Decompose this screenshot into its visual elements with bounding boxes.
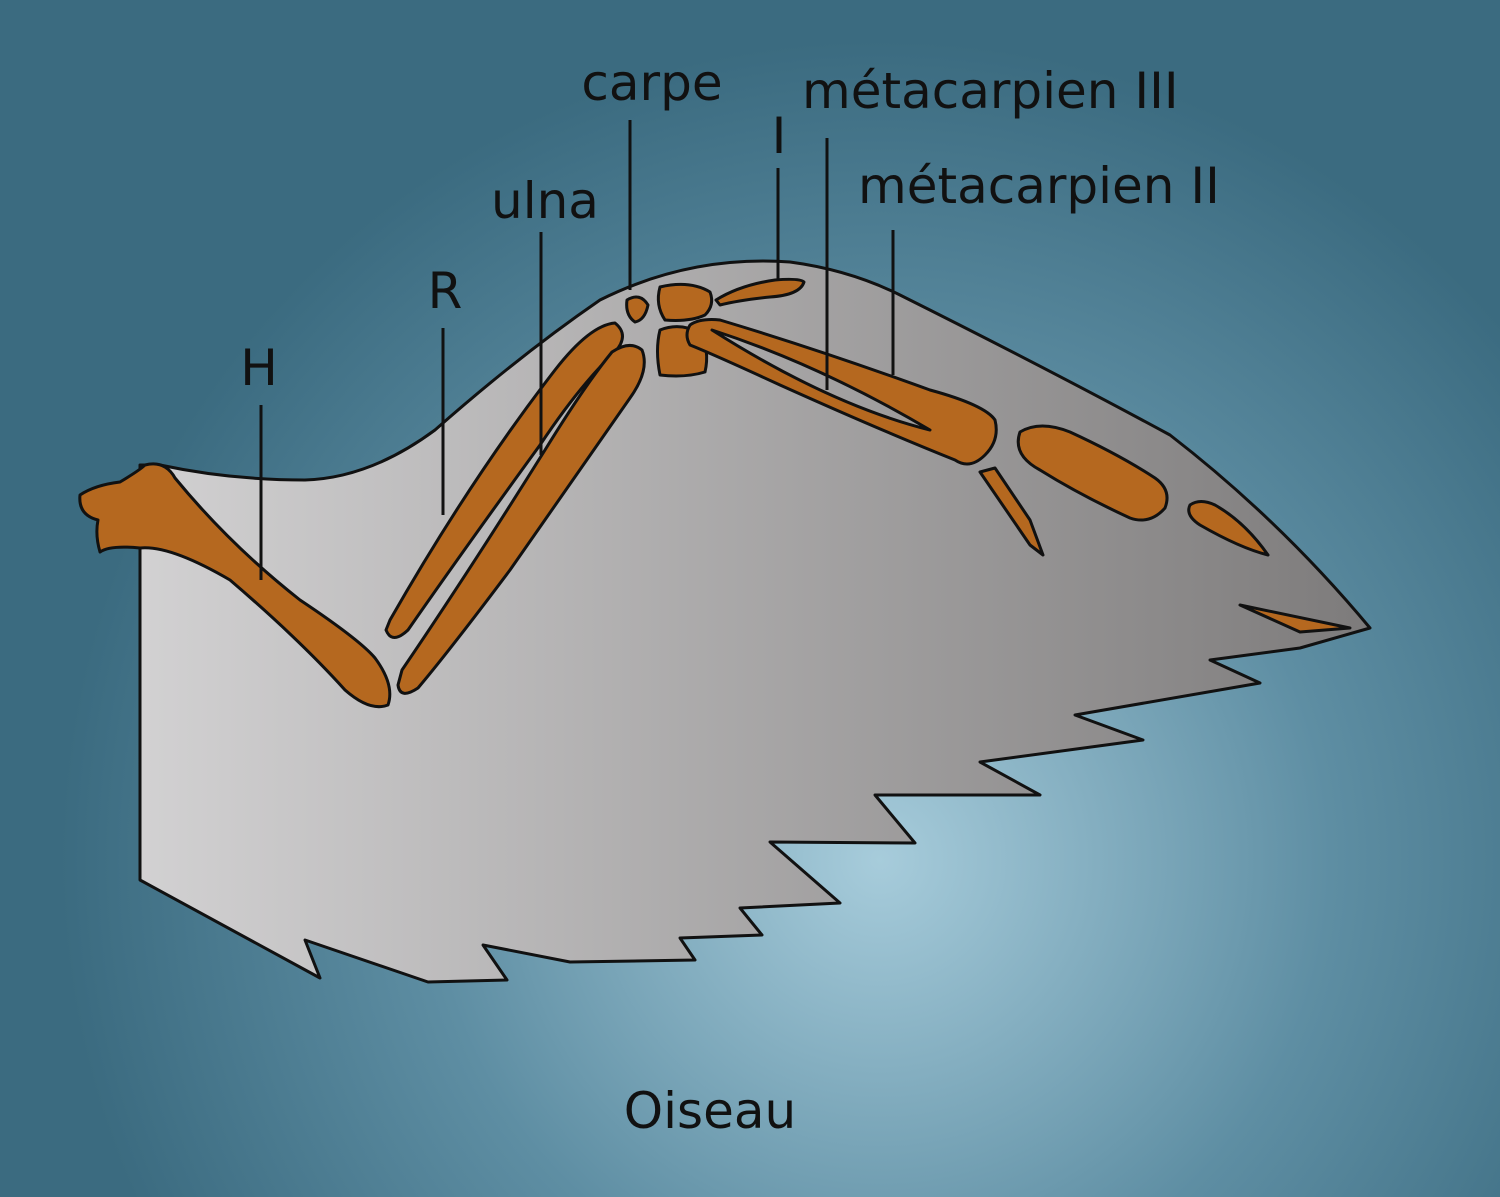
tip-feather-shaft <box>1238 603 1352 634</box>
label-ulna: ulna <box>491 172 599 230</box>
phalanx-two <box>1187 500 1270 557</box>
ulna-bone <box>396 344 646 695</box>
label-digit-one: I <box>772 107 787 165</box>
label-radius: R <box>428 262 463 320</box>
diagram-caption: Oiseau <box>624 1082 796 1140</box>
label-metacarpien-three: métacarpien III <box>802 62 1179 120</box>
label-metacarpien-two: métacarpien II <box>858 157 1220 215</box>
label-humerus: H <box>240 339 278 397</box>
carpal-small <box>625 295 650 324</box>
humerus-bone <box>78 462 392 709</box>
digit-one-bone <box>714 277 806 307</box>
metacarpal-gap <box>710 328 932 432</box>
minor-digit-bone <box>978 466 1045 557</box>
phalanx-one <box>1016 424 1169 522</box>
label-carpe: carpe <box>581 54 722 112</box>
carpal-upper <box>656 282 714 322</box>
